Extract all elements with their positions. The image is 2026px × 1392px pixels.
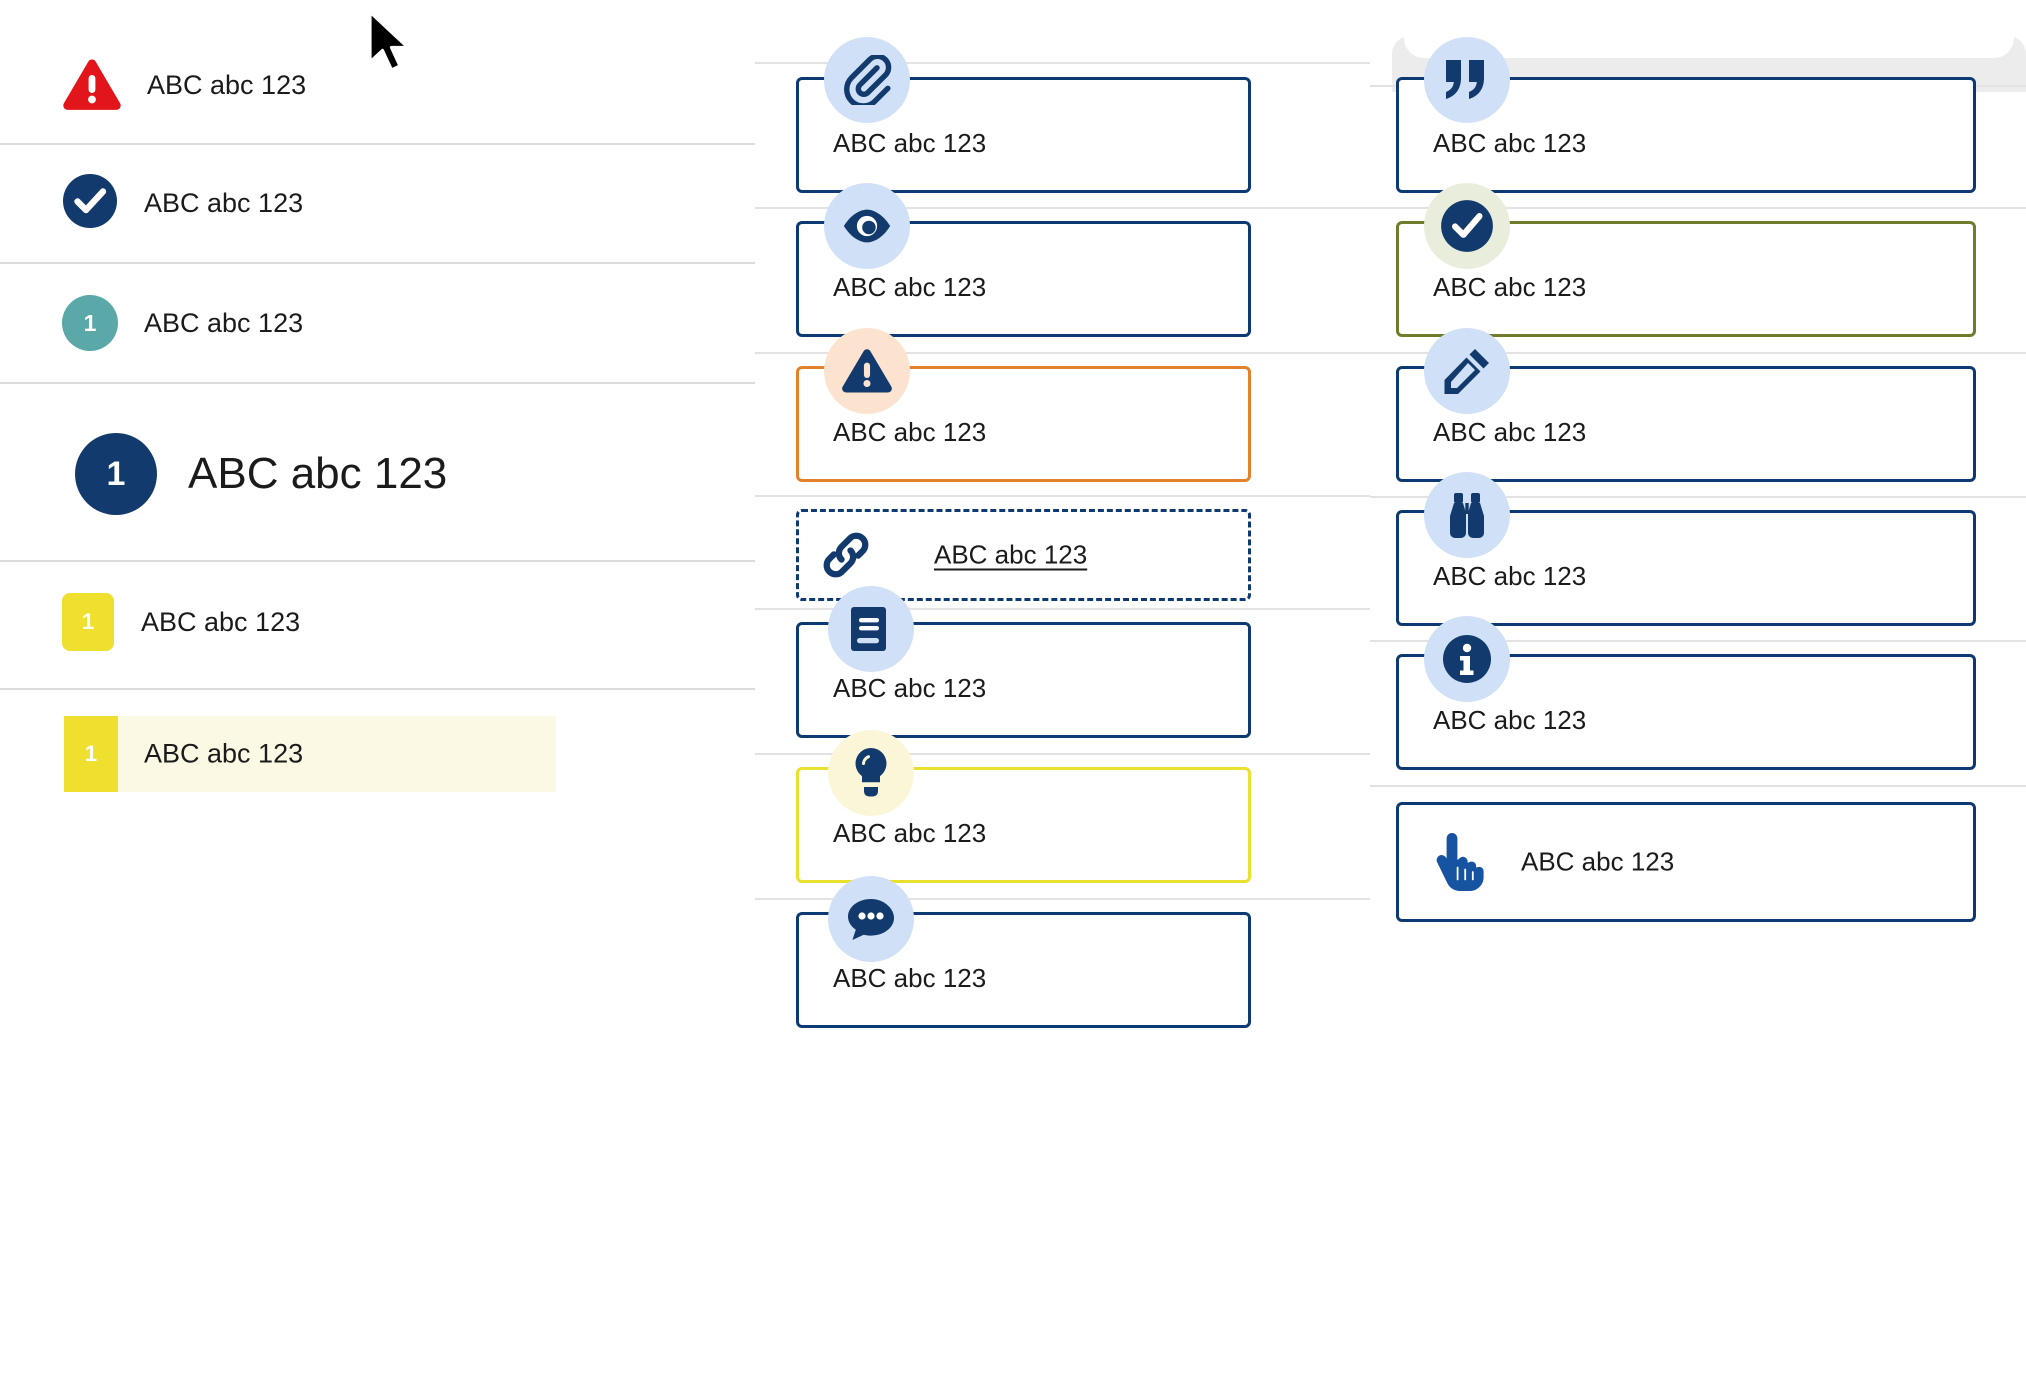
lightbulb-icon: [828, 730, 914, 816]
column-divider: [755, 898, 1370, 900]
sidebar-divider: [0, 688, 755, 690]
paperclip-icon: [824, 37, 910, 123]
check-circle-icon: [62, 173, 118, 234]
check-circle-icon: [1424, 183, 1510, 269]
sidebar-item-label: ABC abc 123: [144, 307, 304, 338]
card-link[interactable]: ABC abc 123: [796, 509, 1251, 601]
highlight-background: [64, 716, 556, 792]
sidebar-item-label: ABC abc 123: [147, 69, 307, 100]
column-divider: [1370, 352, 2026, 354]
number-badge-bar: 1: [64, 716, 118, 792]
sidebar-divider: [0, 143, 755, 145]
warning-triangle-icon: [62, 58, 122, 112]
info-circle-icon: [1424, 616, 1510, 702]
column-divider: [1370, 640, 2026, 642]
card-hand-pointer[interactable]: ABC abc 123: [1396, 802, 1976, 922]
card-chat[interactable]: ABC abc 123: [796, 912, 1251, 1028]
card-label: ABC abc 123: [1433, 272, 1587, 302]
eye-icon: [824, 183, 910, 269]
card-label: ABC abc 123: [1521, 846, 1675, 877]
sidebar-item-number-teal[interactable]: 1 ABC abc 123: [0, 290, 755, 356]
top-panel-foreground: [1404, 0, 2014, 58]
card-label: ABC abc 123: [833, 128, 987, 158]
sidebar-item-number-large[interactable]: 1 ABC abc 123: [0, 428, 755, 520]
sidebar-item-highlighted[interactable]: 1 ABC abc 123: [64, 716, 556, 792]
column-divider: [1370, 207, 2026, 209]
column-divider: [755, 753, 1370, 755]
sidebar-item-label: ABC abc 123: [144, 738, 304, 769]
column-divider: [755, 352, 1370, 354]
mouse-cursor: [366, 10, 420, 85]
chat-bubble-icon: [828, 876, 914, 962]
column-divider: [1370, 785, 2026, 787]
column-divider: [755, 207, 1370, 209]
sidebar-item-warning[interactable]: ABC abc 123: [0, 48, 755, 122]
sidebar-divider: [0, 382, 755, 384]
column-divider: [755, 608, 1370, 610]
card-label: ABC abc 123: [1433, 561, 1587, 591]
card-label: ABC abc 123: [833, 673, 987, 703]
book-icon: [828, 586, 914, 672]
binoculars-icon: [1424, 472, 1510, 558]
pencil-icon: [1424, 328, 1510, 414]
column-divider: [755, 62, 1370, 64]
sidebar-item-check[interactable]: ABC abc 123: [0, 170, 755, 236]
quote-icon: [1424, 37, 1510, 123]
sidebar-item-label: ABC abc 123: [188, 449, 448, 498]
card-label: ABC abc 123: [833, 417, 987, 447]
card-label: ABC abc 123: [1433, 417, 1587, 447]
sidebar-item-number-square[interactable]: 1 ABC abc 123: [0, 592, 755, 652]
card-paperclip[interactable]: ABC abc 123: [796, 77, 1251, 193]
warning-triangle-icon: [824, 328, 910, 414]
column-divider: [755, 495, 1370, 497]
number-badge-square: 1: [62, 593, 114, 651]
sidebar: ABC abc 123 ABC abc 123 1 ABC abc 123 1 …: [0, 0, 755, 1392]
card-label: ABC abc 123: [833, 963, 987, 993]
right-column: ABC abc 123 ABC abc 123 ABC abc 123: [1370, 0, 2026, 1392]
link-chain-icon: [815, 524, 877, 586]
card-link-label[interactable]: ABC abc 123: [934, 539, 1088, 570]
sidebar-divider: [0, 560, 755, 562]
middle-column: ABC abc 123 ABC abc 123 ABC abc 123: [755, 0, 1370, 1392]
column-divider: [1370, 496, 2026, 498]
card-label: ABC abc 123: [1433, 128, 1587, 158]
hand-pointer-icon: [1428, 828, 1494, 894]
card-label: ABC abc 123: [833, 818, 987, 848]
card-label: ABC abc 123: [1433, 705, 1587, 735]
sidebar-divider: [0, 262, 755, 264]
number-badge: 1: [62, 295, 118, 351]
card-label: ABC abc 123: [833, 272, 987, 302]
sidebar-item-label: ABC abc 123: [144, 187, 304, 218]
number-badge-large: 1: [75, 433, 157, 515]
sidebar-item-label: ABC abc 123: [141, 606, 301, 637]
